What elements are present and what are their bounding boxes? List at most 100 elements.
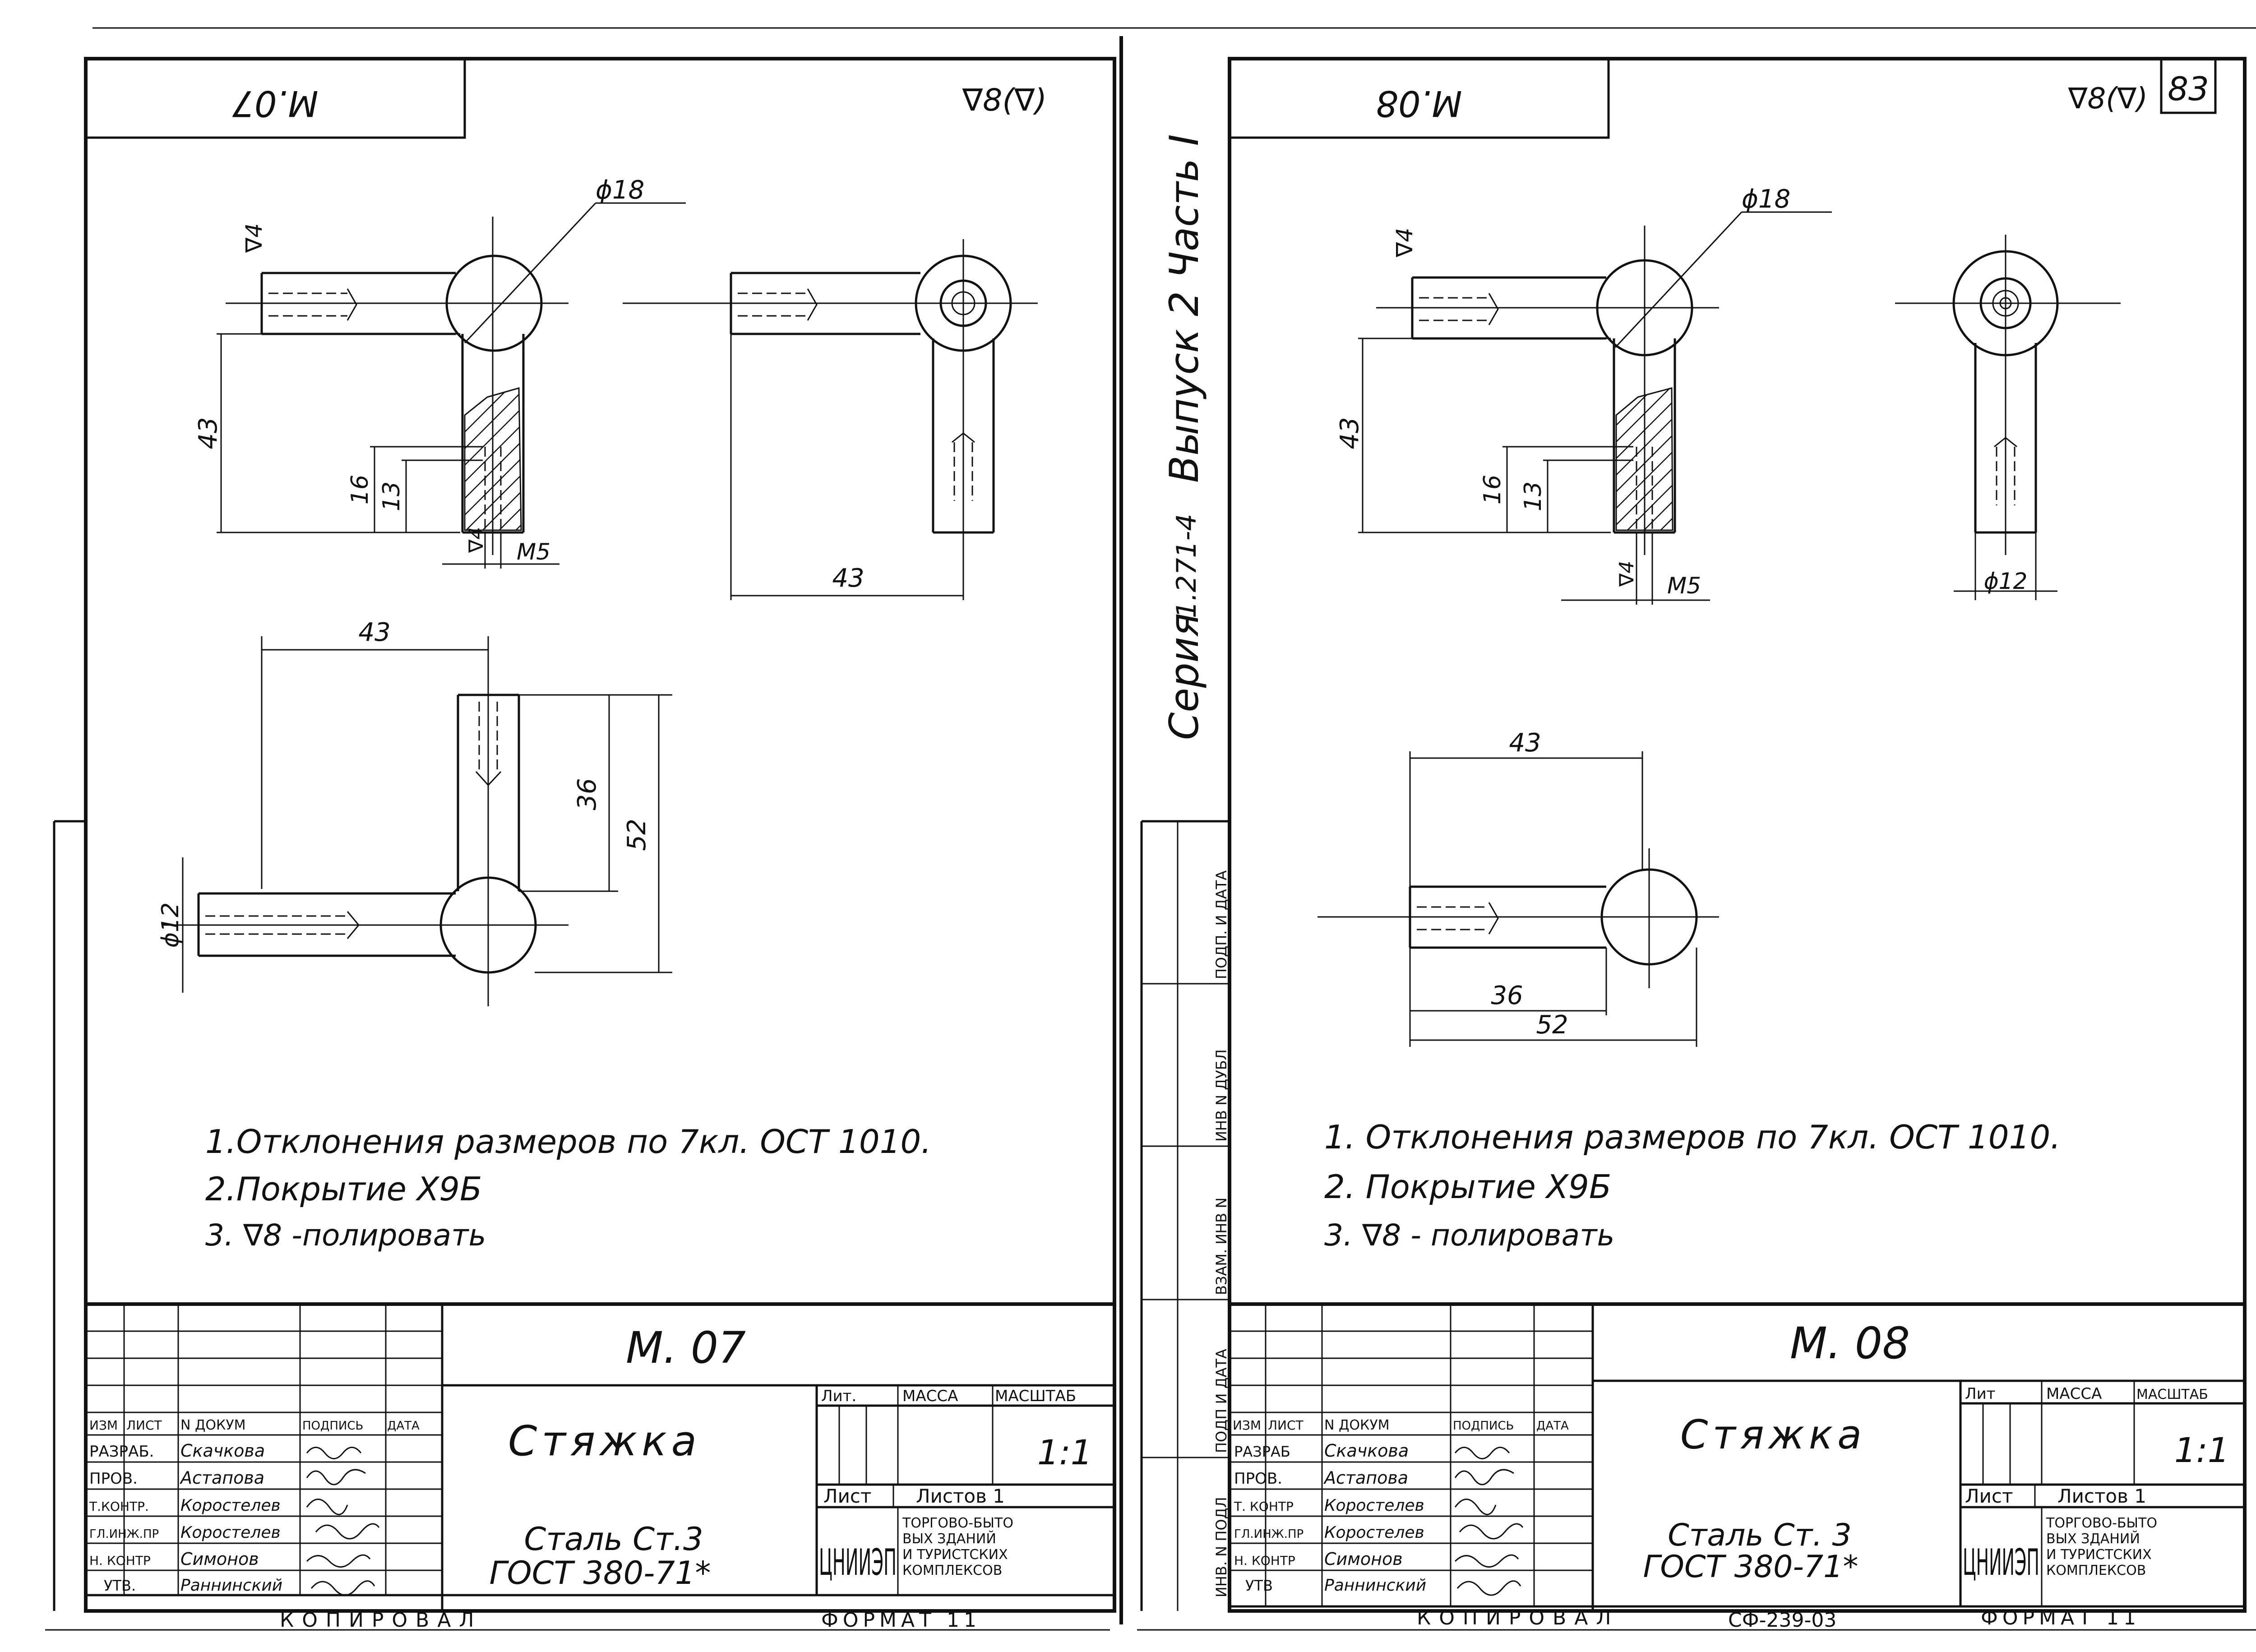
right-org-logo: ЦНИИЭП bbox=[1963, 1541, 2039, 1583]
left-role-2: Т.КОНТР. bbox=[89, 1499, 149, 1514]
left-surface-mark: ∇8(∇) bbox=[962, 83, 1047, 118]
left-material-2: ГОСТ 380-71* bbox=[490, 1555, 711, 1592]
right-name-0: Скачкова bbox=[1324, 1441, 1409, 1461]
right-sheet-label: Лист bbox=[1965, 1485, 2013, 1507]
right-col-izm: ИЗМ bbox=[1233, 1418, 1261, 1433]
spine-series: Серия bbox=[1161, 613, 1207, 740]
right-col-list: ЛИСТ bbox=[1268, 1418, 1304, 1433]
right-dim-43-vert: 43 bbox=[1335, 417, 1364, 449]
left-dim-43-horiz: 43 bbox=[832, 564, 864, 593]
left-dim-43-top: 43 bbox=[358, 618, 390, 647]
right-org-line-1: ТОРГОВО-БЫТО bbox=[2046, 1515, 2157, 1531]
right-dim-52: 52 bbox=[1536, 1010, 1568, 1040]
right-scale-header: МАСШТАБ bbox=[2136, 1387, 2208, 1402]
right-role-1: ПРОВ. bbox=[1234, 1470, 1282, 1488]
left-surface-4b: ∇4 bbox=[465, 527, 488, 553]
right-surface-mark: ∇8(∇) bbox=[2068, 82, 2148, 116]
left-col-ndokum: N ДОКУМ bbox=[180, 1417, 246, 1433]
right-name-2: Коростелев bbox=[1324, 1496, 1424, 1515]
left-org-line-3: И ТУРИСТСКИХ bbox=[902, 1547, 1008, 1563]
right-role-2: Т. КОНТР bbox=[1234, 1499, 1294, 1514]
right-sheet: M.08 ∇8(∇) 83 ϕ18 ∇4 bbox=[1228, 57, 2247, 1632]
left-dim-m5: M5 bbox=[517, 539, 550, 565]
right-note-3: 3. ∇8 - полировать bbox=[1324, 1218, 1614, 1253]
right-format: ФОРМАТ 11 bbox=[1981, 1606, 2140, 1629]
right-code: М. 08 bbox=[1790, 1318, 1910, 1369]
left-sheet: M.07 ∇8(∇) ϕ18 ∇4 43 bbox=[53, 57, 1116, 1632]
left-scale: 1:1 bbox=[1037, 1432, 1092, 1472]
left-col-izm: ИЗМ bbox=[89, 1418, 118, 1433]
right-part-top-view: 43 36 52 bbox=[1318, 728, 1719, 1047]
left-org-line-1: ТОРГОВО-БЫТО bbox=[902, 1515, 1013, 1531]
left-note-3: 3. ∇8 -полировать bbox=[205, 1218, 486, 1253]
left-org-logo: ЦНИИЭП bbox=[819, 1541, 897, 1583]
right-dim-43-top: 43 bbox=[1509, 728, 1541, 758]
right-org-line-3: И ТУРИСТСКИХ bbox=[2046, 1547, 2152, 1563]
right-role-4: Н. КОНТР bbox=[1234, 1553, 1295, 1568]
left-name-3: Коростелев bbox=[180, 1523, 281, 1542]
right-role-5: УТВ bbox=[1245, 1577, 1273, 1594]
right-name-1: Астапова bbox=[1323, 1468, 1408, 1488]
left-format: ФОРМАТ 11 bbox=[821, 1609, 981, 1632]
right-mass-header: МАССА bbox=[2046, 1385, 2102, 1403]
right-org-line-2: ВЫХ ЗДАНИЙ bbox=[2046, 1531, 2140, 1547]
left-note-2: 2.Покрытие Х9Б bbox=[205, 1170, 482, 1208]
spine-label-vzam: ВЗАМ. ИНВ N bbox=[1213, 1198, 1230, 1295]
right-dim-phi18: ϕ18 bbox=[1742, 185, 1790, 214]
left-dim-16: 16 bbox=[347, 475, 374, 504]
left-name-4: Симонов bbox=[180, 1549, 259, 1569]
left-name-5: Раннинский bbox=[180, 1576, 282, 1595]
left-part-name: Стяжка bbox=[508, 1417, 701, 1465]
right-dim-16: 16 bbox=[1479, 475, 1506, 504]
left-name-0: Скачкова bbox=[180, 1441, 265, 1461]
left-name-2: Коростелев bbox=[180, 1496, 281, 1515]
right-note-1: 1. Отклонения размеров по 7кл. ОСТ 1010. bbox=[1324, 1118, 2061, 1156]
left-sheets-label: Листов 1 bbox=[916, 1485, 1005, 1507]
right-note-2: 2. Покрытие Х9Б bbox=[1324, 1168, 1611, 1206]
left-dim-phi18: ϕ18 bbox=[596, 176, 644, 205]
right-col-podpis: ПОДПИСЬ bbox=[1453, 1419, 1514, 1433]
left-part-side-view: 43 bbox=[623, 239, 1038, 600]
left-role-0: РАЗРАБ. bbox=[89, 1443, 154, 1461]
left-part-top-view: 43 36 52 ϕ12 bbox=[157, 618, 672, 1006]
left-copied: КОПИРОВАЛ bbox=[280, 1609, 482, 1632]
left-sheet-label: Лист bbox=[823, 1485, 871, 1507]
right-scale: 1:1 bbox=[2174, 1430, 2229, 1470]
left-code: М. 07 bbox=[626, 1323, 746, 1373]
left-role-1: ПРОВ. bbox=[89, 1470, 138, 1488]
left-col-data: ДАТА bbox=[387, 1419, 420, 1433]
spine-label-podp-1: ПОДП. И ДАТА bbox=[1213, 870, 1230, 979]
right-role-0: РАЗРАБ bbox=[1234, 1443, 1290, 1460]
spine-series-number: 1.271-4 bbox=[1171, 514, 1202, 618]
left-role-3: ГЛ.ИНЖ.ПР bbox=[89, 1527, 159, 1541]
binding-spine: Серия 1.271-4 Выпуск 2 Часть I ПОДП. И Д… bbox=[1140, 134, 1230, 1611]
right-sheets-label: Листов 1 bbox=[2057, 1485, 2146, 1507]
spine-label-inv-podl: ИНВ. N ПОДЛ bbox=[1213, 1497, 1230, 1597]
left-dim-36: 36 bbox=[573, 778, 602, 810]
spine-label-inv-dubl: ИНВ N ДУБЛ bbox=[1213, 1049, 1230, 1142]
left-col-podpis: ПОДПИСЬ bbox=[302, 1419, 363, 1433]
left-scale-header: МАСШТАБ bbox=[995, 1387, 1076, 1405]
right-role-3: ГЛ.ИНЖ.ПР bbox=[1234, 1527, 1304, 1541]
right-name-4: Симонов bbox=[1324, 1549, 1403, 1569]
right-part-front-view: ϕ18 ∇4 43 16 13 ∇4 M5 bbox=[1335, 185, 1832, 605]
right-surface-4b: ∇4 bbox=[1615, 561, 1638, 587]
right-col-data: ДАТА bbox=[1536, 1419, 1569, 1433]
right-dim-m5: M5 bbox=[1667, 573, 1701, 599]
left-material-1: Сталь Ст.3 bbox=[524, 1521, 703, 1558]
right-part-side-view: ϕ12 bbox=[1895, 235, 2121, 600]
left-name-1: Астапова bbox=[179, 1468, 264, 1488]
right-part-name: Стяжка bbox=[1680, 1411, 1866, 1458]
left-mirrored-code: M.07 bbox=[232, 83, 318, 123]
right-dim-phi12: ϕ12 bbox=[1984, 568, 2028, 594]
right-dim-13: 13 bbox=[1520, 481, 1547, 511]
right-mirrored-code: M.08 bbox=[1376, 83, 1462, 123]
right-page-number: 83 bbox=[2168, 70, 2209, 108]
left-part-front-view: ϕ18 ∇4 43 16 13 ∇4 M5 bbox=[194, 176, 686, 569]
spine-label-podp-2: ПОДП И ДАТА bbox=[1213, 1349, 1230, 1453]
left-col-list: ЛИСТ bbox=[126, 1418, 162, 1433]
left-surface-4: ∇4 bbox=[241, 223, 267, 253]
right-surface-4: ∇4 bbox=[1392, 228, 1418, 258]
left-mass-header: МАССА bbox=[902, 1387, 958, 1405]
